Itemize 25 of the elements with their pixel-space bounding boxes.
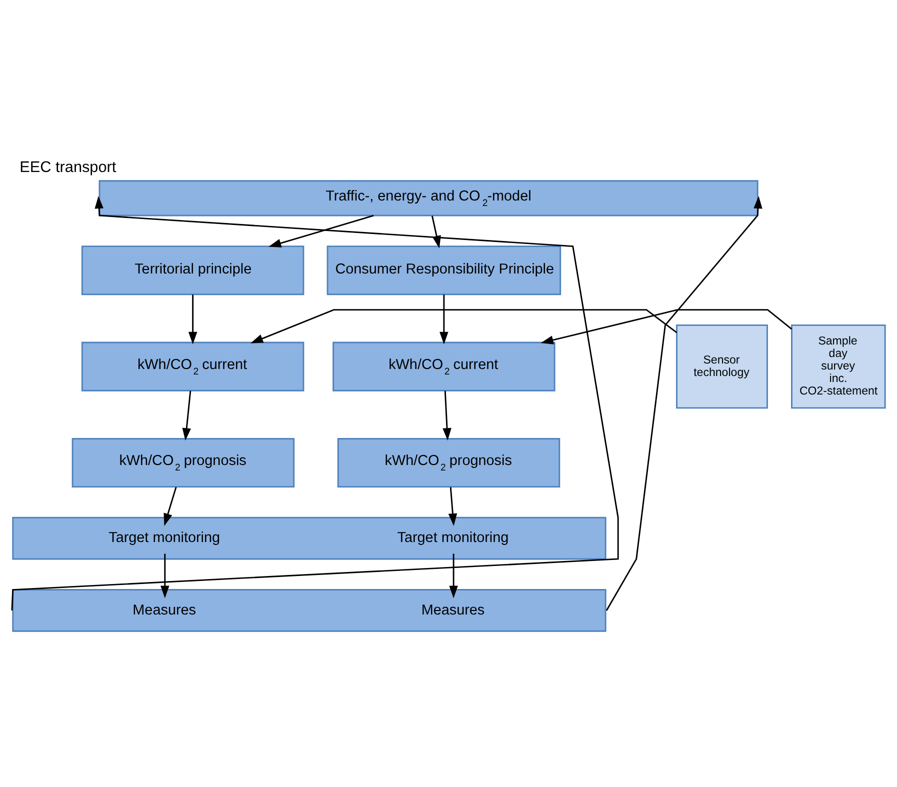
node-box: Target monitoring Target monitoring: [12, 516, 606, 560]
node-box: kWh/CO$_{2}$ current: [81, 342, 304, 392]
node-box: Territorial principle: [81, 246, 304, 296]
node-box: kWh/CO$_{2}$ prognosis: [337, 438, 560, 488]
arrow: [448, 487, 458, 526]
arrow: [164, 486, 177, 526]
node-box: Consumer Responsibility Principle: [326, 246, 562, 296]
arrow: [188, 294, 198, 344]
node-box: Traffic-, energy- and CO$_{2}$-model: [98, 180, 758, 216]
node-box: kWh/CO$_{2}$ current: [332, 342, 556, 392]
arrow: [442, 390, 452, 441]
node-box: kWh/CO$_{2}$ prognosis: [72, 438, 295, 488]
arrow: [440, 294, 448, 344]
arrow: [250, 309, 678, 344]
diagram-title: EEC transport: [20, 159, 116, 176]
arrow: [182, 390, 192, 441]
arrow: [540, 309, 792, 344]
arrow: [160, 554, 170, 598]
node-box: Measures Measures: [12, 589, 606, 632]
arrow: [268, 214, 374, 248]
node-box: Sensor technology: [676, 324, 768, 409]
node-box: Sample day survey inc. CO2-statement: [791, 324, 886, 409]
arrow: [606, 196, 762, 611]
arrow: [11, 196, 619, 610]
arrow: [449, 554, 458, 598]
